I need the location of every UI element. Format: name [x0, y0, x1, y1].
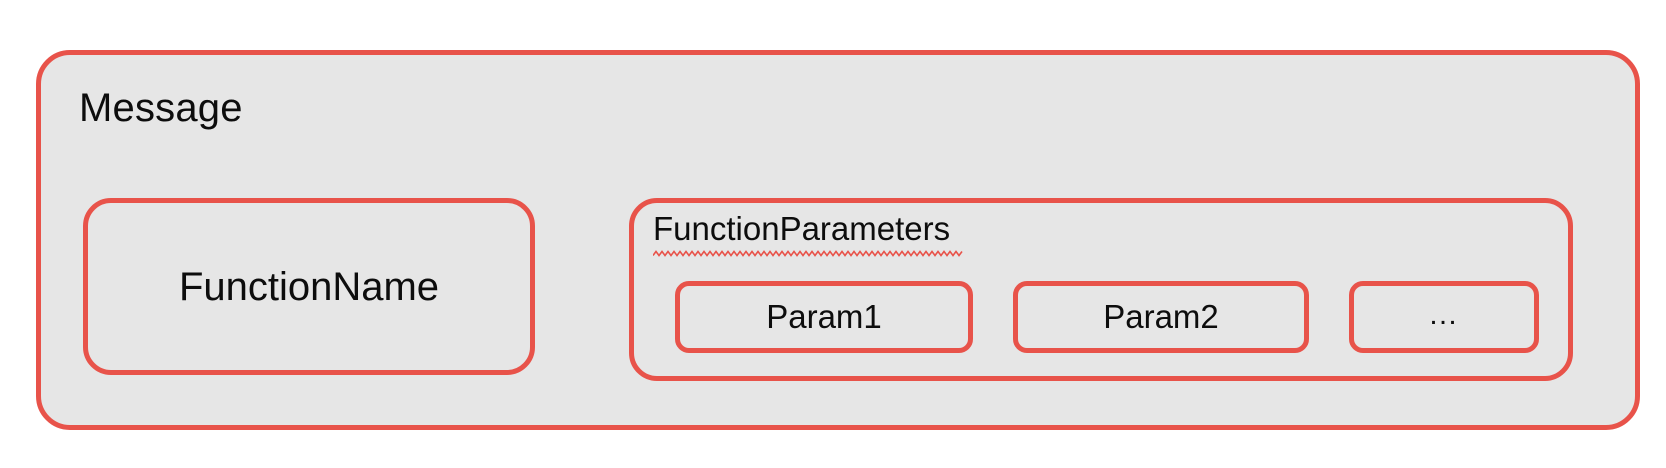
parameter-label: Param1	[766, 298, 882, 335]
function-name-label: FunctionName	[178, 264, 440, 309]
parameter-label-ellipsis: …	[1428, 298, 1460, 331]
parameter-item: Param1	[675, 281, 973, 353]
parameter-label: Param2	[1103, 298, 1219, 335]
parameter-list: Param1 Param2 …	[634, 281, 1568, 353]
spellcheck-squiggle-icon	[653, 250, 963, 257]
function-parameters-label: FunctionParameters	[653, 210, 951, 247]
parameter-item: Param2	[1013, 281, 1309, 353]
parameter-item-more: …	[1349, 281, 1539, 353]
message-box-title: Message	[79, 86, 243, 130]
message-box: Message FunctionName FunctionParameters …	[36, 50, 1640, 430]
function-name-box: FunctionName	[83, 198, 535, 375]
function-parameters-box: FunctionParameters Param1 Param2 …	[629, 198, 1573, 381]
